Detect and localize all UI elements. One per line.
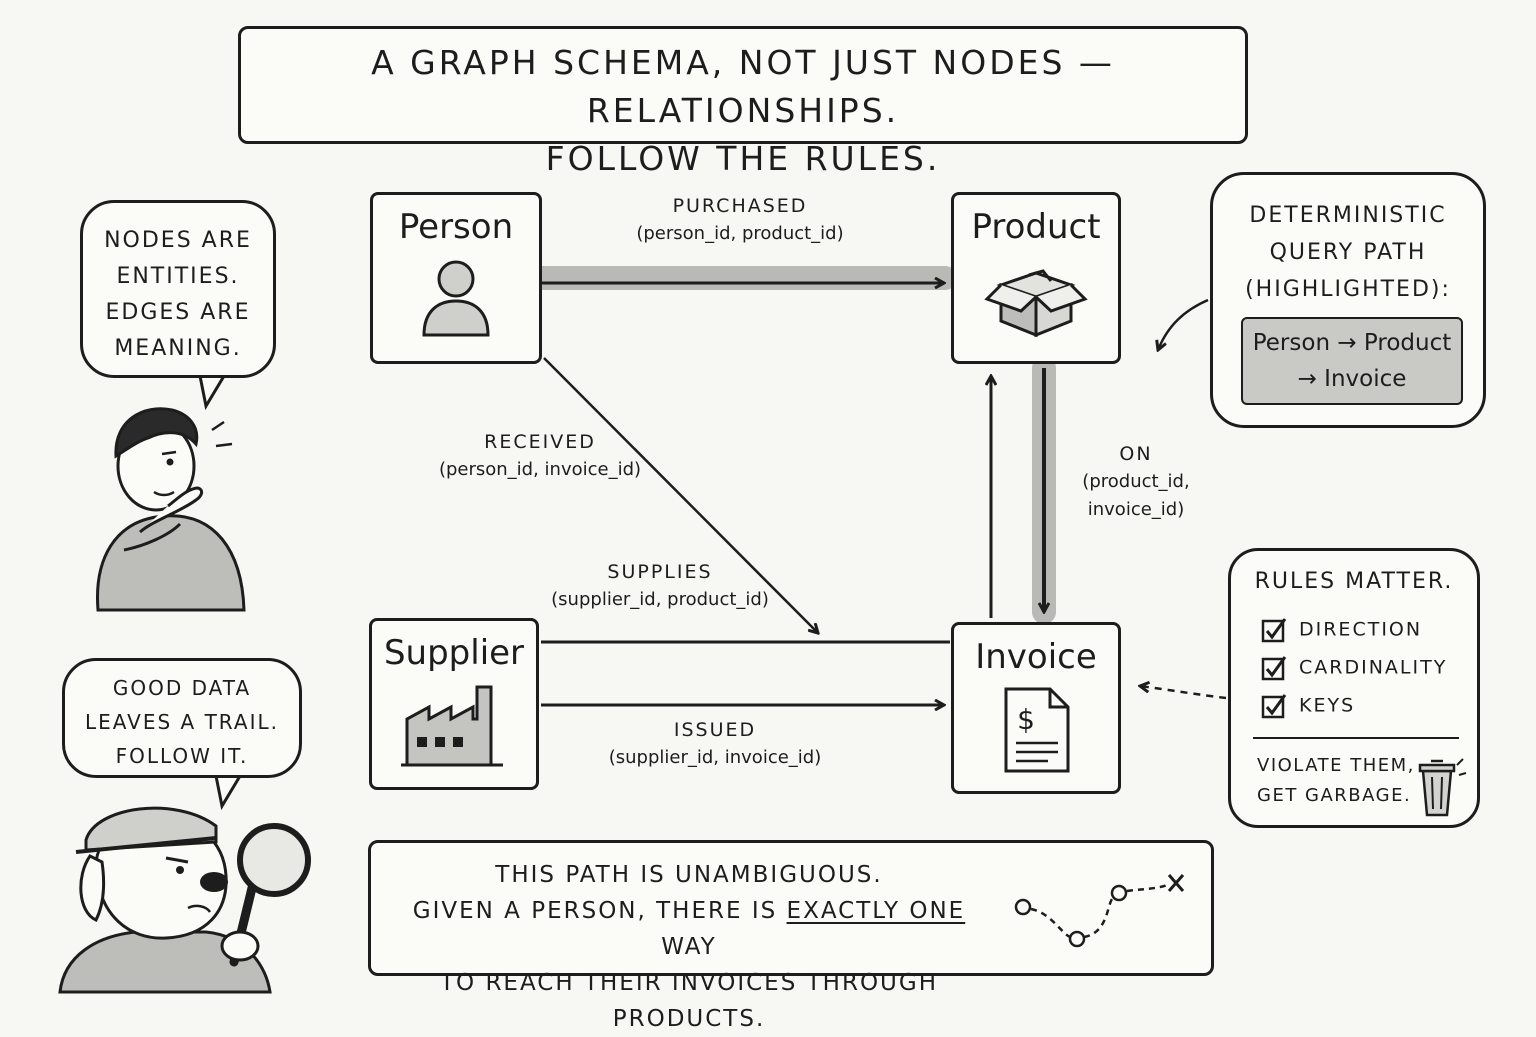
bubble-tail-trail: [214, 775, 242, 811]
node-person-label: Person: [398, 207, 514, 247]
title-line-1: A GRAPH SCHEMA, NOT JUST NODES — RELATIO…: [371, 43, 1115, 130]
edge-name-purchased: PURCHASED: [672, 195, 808, 217]
rules-warning-line-2: get garbage.: [1257, 785, 1412, 806]
bubble-nodes-line-3: Edges are: [105, 300, 251, 325]
factory-icon: [401, 685, 503, 767]
checkbox-icon: [1261, 694, 1287, 719]
edge-keys-received: (person_id, invoice_id): [438, 459, 642, 480]
svg-text:$: $: [1017, 703, 1035, 736]
edge-label-on: ON (product_id, invoice_id): [1066, 440, 1206, 524]
invoice-dollar-icon: $: [1004, 687, 1070, 773]
footer-line-2-pre: Given a person, there is: [412, 898, 787, 924]
node-supplier: Supplier: [369, 618, 539, 790]
bubble-trail-line-2: leaves a trail.: [85, 710, 279, 734]
bubble-nodes-line-4: meaning.: [114, 336, 242, 361]
rule-direction-label: Direction: [1299, 618, 1423, 641]
edge-received: [543, 357, 818, 633]
edge-label-received: RECEIVED (person_id, invoice_id): [410, 428, 670, 484]
footer-line-2: Given a person, there is exactly one way: [389, 893, 989, 965]
detective-dog-icon: [58, 806, 311, 994]
footer-text: This path is unambiguous. Given a person…: [389, 857, 989, 1037]
title-banner: A GRAPH SCHEMA, NOT JUST NODES — RELATIO…: [238, 26, 1248, 178]
query-heading-line-1: DETERMINISTIC: [1249, 203, 1447, 228]
bubble-nodes-line-2: entities.: [116, 264, 240, 289]
rule-keys: Keys: [1261, 693, 1355, 719]
edge-keys-supplies: (supplier_id, product_id): [551, 589, 769, 610]
person-icon: [422, 260, 490, 337]
edge-keys-on-1: (product_id,: [1082, 471, 1190, 492]
rules-title: Rules matter.: [1254, 569, 1454, 594]
bubble-tail-nodes: [198, 375, 226, 411]
checkbox-icon: [1261, 656, 1287, 681]
footer-line-1: This path is unambiguous.: [495, 862, 883, 888]
rule-direction: Direction: [1261, 617, 1422, 643]
query-path-line-2: → Invoice: [1297, 366, 1407, 392]
edge-label-purchased: PURCHASED (person_id, product_id): [600, 192, 880, 248]
node-invoice: Invoice $: [951, 622, 1121, 794]
rules-warning: Violate them, get garbage.: [1257, 751, 1427, 811]
query-pointer-arrow: [1158, 298, 1209, 350]
edge-name-received: RECEIVED: [484, 431, 596, 453]
title-line-2: FOLLOW THE RULES.: [545, 139, 941, 178]
query-path-card: DETERMINISTIC QUERY PATH (HIGHLIGHTED): …: [1210, 172, 1486, 428]
edge-keys-on-2: invoice_id): [1087, 499, 1185, 520]
query-heading-line-3: (HIGHLIGHTED):: [1245, 277, 1451, 302]
footer-emphasis: exactly one: [786, 898, 966, 924]
treasure-path-icon: [1014, 874, 1185, 948]
speech-bubble-nodes: Nodes are entities. Edges are meaning.: [80, 200, 276, 378]
rule-cardinality: Cardinality: [1261, 655, 1447, 681]
bubble-trail-line-3: Follow it.: [115, 744, 249, 768]
edge-label-supplies: SUPPLIES (supplier_id, product_id): [530, 558, 790, 614]
rules-warning-line-1: Violate them,: [1257, 755, 1415, 776]
node-product: Product: [951, 192, 1121, 364]
node-invoice-label: Invoice: [975, 637, 1097, 677]
footer-note: This path is unambiguous. Given a person…: [368, 840, 1214, 1032]
trash-can-icon: [1418, 758, 1467, 817]
bubble-trail-line-1: Good data: [112, 676, 252, 700]
edge-name-supplies: SUPPLIES: [607, 561, 713, 583]
edge-name-issued: ISSUED: [673, 719, 757, 741]
edge-name-on: ON: [1119, 443, 1153, 465]
query-heading-line-2: QUERY PATH: [1269, 240, 1427, 265]
rule-keys-label: Keys: [1299, 694, 1356, 717]
query-path-line-1: Person → Product: [1252, 330, 1452, 356]
node-product-label: Product: [971, 207, 1101, 247]
edge-keys-purchased: (person_id, product_id): [636, 223, 844, 244]
edge-keys-issued: (supplier_id, invoice_id): [608, 747, 822, 768]
rule-cardinality-label: Cardinality: [1299, 656, 1448, 679]
bubble-nodes-line-1: Nodes are: [104, 228, 252, 253]
speech-bubble-trail: Good data leaves a trail. Follow it.: [62, 658, 302, 778]
checkbox-icon: [1261, 618, 1287, 643]
rules-pointer-arrow: [1140, 686, 1227, 700]
node-person: Person: [370, 192, 542, 364]
footer-line-3: to reach their invoices through products…: [439, 970, 938, 1032]
rules-divider: [1253, 737, 1459, 739]
query-path-highlight: Person → Product → Invoice: [1241, 317, 1463, 405]
footer-line-2-post: way: [661, 934, 717, 960]
node-supplier-label: Supplier: [383, 633, 525, 673]
rules-card: Rules matter. Direction Cardinality Keys…: [1228, 548, 1480, 828]
edge-label-issued: ISSUED (supplier_id, invoice_id): [580, 716, 850, 772]
thinking-man-icon: [96, 407, 246, 612]
box-icon: [984, 269, 1088, 338]
